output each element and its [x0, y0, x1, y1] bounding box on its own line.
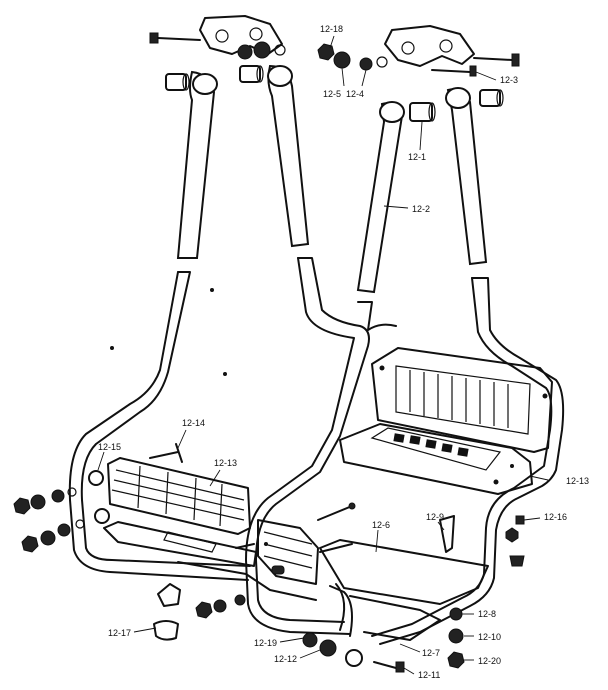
callout-12-2: 12-2	[412, 204, 430, 214]
leader-lines	[97, 35, 549, 675]
callout-12-3: 12-3	[500, 75, 518, 85]
callout-12-18-top: 12-18	[320, 24, 343, 34]
stray-mark	[210, 288, 214, 292]
callout-labels: 12-18 12-5 12-4 12-3 12-1 12-2 12-14 12-…	[98, 24, 589, 680]
callout-12-14: 12-14	[182, 418, 205, 428]
callout-12-7: 12-7	[422, 648, 440, 658]
frame-plugs	[88, 470, 110, 524]
bottom-left-hardware	[153, 583, 405, 673]
callout-12-6: 12-6	[372, 520, 390, 530]
floor-panel	[319, 539, 489, 641]
left-side-nuts	[13, 487, 85, 553]
seat-back-panel	[371, 347, 553, 453]
right-hanger-bracket	[384, 25, 475, 67]
footrest-grille	[107, 457, 251, 535]
callout-12-11: 12-11	[418, 670, 440, 680]
callout-12-19: 12-19	[254, 638, 277, 648]
callout-12-17: 12-17	[108, 628, 131, 638]
callout-12-10: 12-10	[478, 632, 501, 642]
bushing-left-outer	[165, 73, 190, 91]
right-hanger-bolt	[431, 53, 520, 77]
callout-12-9: 12-9	[426, 512, 444, 522]
stray-mark	[264, 542, 268, 546]
callout-12-12: 12-12	[274, 654, 297, 664]
carriage-bolt-mid	[235, 502, 356, 553]
hanger-tube-upper-3	[356, 101, 405, 294]
callout-12-16: 12-16	[544, 512, 567, 522]
callout-12-20: 12-20	[478, 656, 501, 666]
stray-mark	[223, 372, 227, 376]
bushing-right-inner	[409, 102, 436, 122]
hanger-tube-upper-2	[267, 64, 310, 248]
hanger-tube-upper-1	[176, 70, 218, 259]
footrest-grille-right	[257, 519, 319, 585]
right-side-hardware	[439, 515, 525, 567]
bottom-right-hardware	[447, 607, 465, 669]
callout-12-13-left: 12-13	[214, 458, 237, 468]
callout-12-13-right: 12-13	[566, 476, 589, 486]
bushing-left-inner	[239, 65, 264, 83]
callout-12-8: 12-8	[478, 609, 496, 619]
hanger-tube-upper-4	[445, 87, 488, 266]
seat-pan	[339, 423, 533, 495]
callout-12-15: 12-15	[98, 442, 121, 452]
callout-12-5: 12-5	[323, 89, 341, 99]
left-hanger-bolt	[149, 32, 201, 44]
foot-tray	[103, 521, 317, 601]
left-hanger-nuts	[237, 41, 286, 60]
seat-frame-left	[68, 257, 370, 635]
carriage-bolt-12-14	[149, 443, 183, 463]
stray-mark	[110, 346, 114, 350]
right-hanger-nuts	[317, 43, 388, 71]
callout-12-1: 12-1	[408, 152, 426, 162]
bushing-right-outer	[479, 89, 504, 107]
callout-12-4: 12-4	[346, 89, 364, 99]
